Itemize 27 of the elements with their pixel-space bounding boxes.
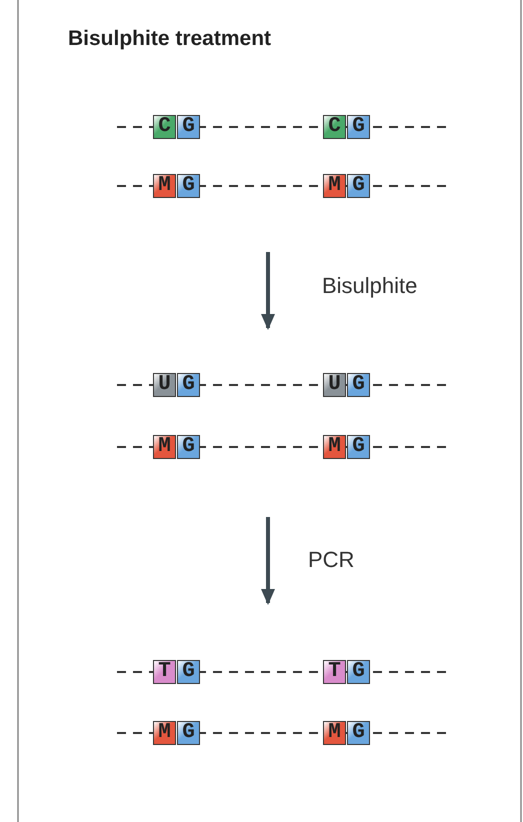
base-tile: G [347,660,370,684]
base-tile: U [153,373,176,397]
base-tile: M [323,174,346,198]
base-tile: M [323,721,346,745]
base-tile: G [347,174,370,198]
base-tile: C [153,115,176,139]
base-tile: M [153,435,176,459]
base-tile: G [177,174,200,198]
base-tile: M [153,174,176,198]
step-label: PCR [308,547,354,573]
base-tile: G [177,660,200,684]
base-tile: M [323,435,346,459]
base-tile: T [323,660,346,684]
base-tile: C [323,115,346,139]
base-tile: G [177,373,200,397]
base-tile: M [153,721,176,745]
base-tile: G [347,435,370,459]
base-tile: T [153,660,176,684]
base-tile: G [177,721,200,745]
base-tile: G [347,115,370,139]
base-tile: G [347,721,370,745]
base-tile: G [177,435,200,459]
base-tile: G [347,373,370,397]
step-label: Bisulphite [322,273,418,299]
base-tile: G [177,115,200,139]
base-tile: U [323,373,346,397]
title: Bisulphite treatment [68,27,272,51]
